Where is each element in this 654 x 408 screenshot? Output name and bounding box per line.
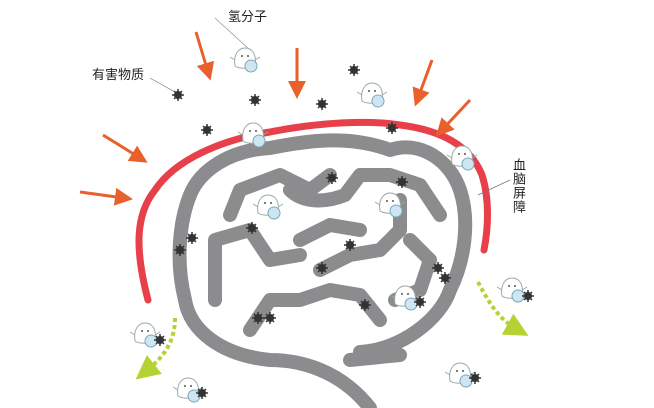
blood-brain-barrier-label: 血脑屏障	[510, 158, 525, 214]
brain	[172, 133, 473, 408]
hydrogen-molecule-label: 氢分子	[228, 10, 268, 25]
blood-brain-barrier	[135, 118, 491, 304]
hydrogen-exit-arrows	[135, 281, 529, 380]
harmful-substance-label: 有害物质	[92, 68, 145, 83]
harmful-arrows	[79, 31, 472, 206]
